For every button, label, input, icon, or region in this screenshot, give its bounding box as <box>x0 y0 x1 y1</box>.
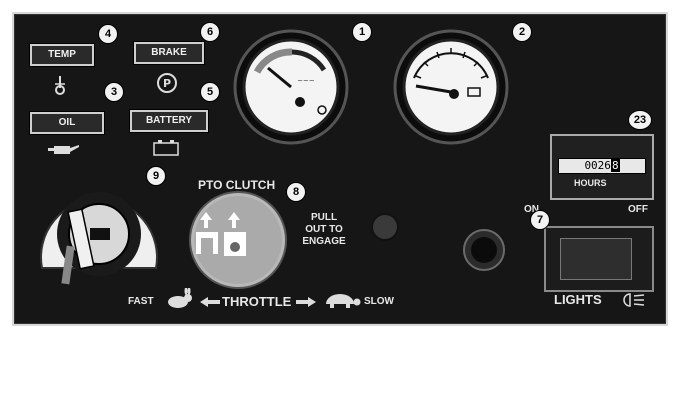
headlight-icon <box>623 293 645 307</box>
callout-23: 23 <box>628 110 652 130</box>
svg-text:~~~: ~~~ <box>297 77 315 85</box>
rabbit-icon <box>168 288 192 308</box>
lights-on-label: ON <box>524 204 539 215</box>
throttle-slow-label: SLOW <box>364 296 394 307</box>
parking-brake-icon: P <box>157 73 177 93</box>
callout-6: 6 <box>200 22 220 42</box>
throttle-label: THROTTLE <box>222 294 292 309</box>
instrument-panel: TEMP BRAKE OIL BATTERY P ~~~ <box>12 12 668 326</box>
lights-switch-rocker[interactable] <box>560 238 632 280</box>
turtle-icon <box>326 294 361 308</box>
callout-4: 4 <box>98 24 118 44</box>
lights-label: LIGHTS <box>554 292 602 307</box>
hour-meter-label: HOURS <box>574 178 607 188</box>
lights-switch[interactable] <box>544 226 654 292</box>
throttle-left-arrow <box>200 297 220 307</box>
accessory-socket <box>463 229 505 271</box>
pto-clutch-knob[interactable] <box>182 190 294 290</box>
brake-indicator-lamp: BRAKE <box>134 42 204 64</box>
callout-1: 1 <box>352 22 372 42</box>
callout-2: 2 <box>512 22 532 42</box>
temperature-gauge: ~~~ <box>233 29 349 145</box>
pto-clutch-label: PTO CLUTCH <box>198 178 276 192</box>
battery-indicator-lamp: BATTERY <box>130 110 208 132</box>
svg-text:P: P <box>163 77 171 90</box>
hour-meter-reading: 0026 <box>584 159 611 172</box>
ignition-key-switch[interactable] <box>34 172 164 290</box>
voltmeter-gauge <box>393 29 509 145</box>
callout-7: 7 <box>530 210 550 230</box>
hour-meter-tenths: 8 <box>610 159 620 172</box>
oil-can-icon <box>48 145 79 154</box>
throttle-fast-label: FAST <box>128 296 154 307</box>
thermometer-icon <box>55 76 65 95</box>
hour-meter-window: 00268 <box>558 158 646 174</box>
temp-indicator-lamp: TEMP <box>30 44 94 66</box>
battery-icon <box>153 140 179 156</box>
callout-9: 9 <box>146 166 166 186</box>
callout-8: 8 <box>286 182 306 202</box>
pto-instruction: PULL OUT TO ENGAGE <box>302 212 346 247</box>
callout-5: 5 <box>200 82 220 102</box>
lights-off-label: OFF <box>628 204 648 215</box>
callout-3: 3 <box>104 82 124 102</box>
throttle-right-arrow <box>296 297 316 307</box>
hour-meter: 00268 HOURS <box>550 134 654 200</box>
round-knob[interactable] <box>370 212 400 242</box>
oil-indicator-lamp: OIL <box>30 112 104 134</box>
